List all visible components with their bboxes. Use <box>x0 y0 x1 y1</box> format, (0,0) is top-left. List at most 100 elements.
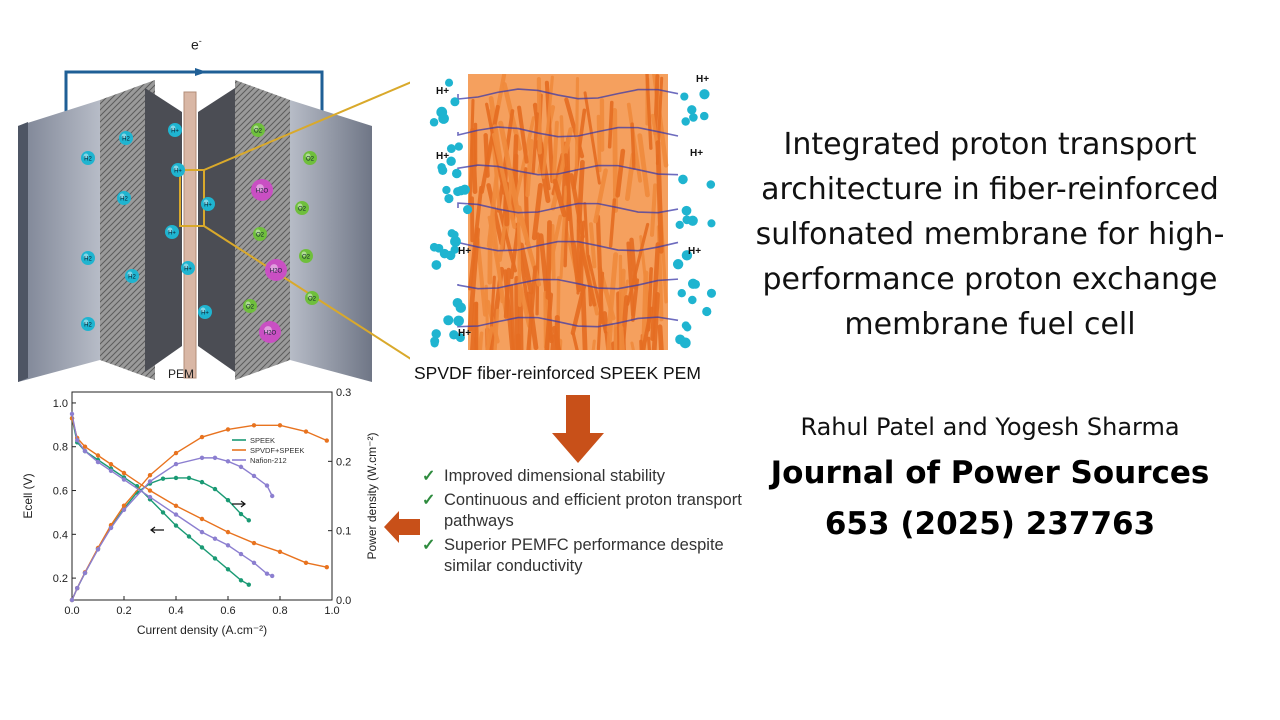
legend-label: SPEEK <box>250 436 275 445</box>
y-right-tick-label: 0.2 <box>336 456 351 468</box>
left-axis-indicator-icon <box>150 526 164 534</box>
voltage-point <box>212 536 218 541</box>
proton-particle <box>443 315 454 326</box>
highlight-item: ✓Continuous and efficient proton transpo… <box>422 491 742 530</box>
voltage-point <box>225 543 231 548</box>
h2-molecule-icon: H2 <box>81 151 95 165</box>
paper-title: Integrated proton transport architecture… <box>740 122 1240 347</box>
svg-text:H2: H2 <box>84 157 92 163</box>
svg-text:H2: H2 <box>128 275 136 281</box>
h2-molecule-icon: H2 <box>117 191 131 205</box>
h_plus-molecule-icon: H+ <box>165 225 179 239</box>
x-tick-label: 0.2 <box>116 605 131 617</box>
power-point <box>82 570 88 576</box>
proton-particle <box>442 185 451 195</box>
svg-text:O2: O2 <box>302 255 311 261</box>
y-left-axis-label: Ecell (V) <box>21 473 35 518</box>
h2-molecule-icon: H2 <box>81 251 95 265</box>
legend-label: Nafion-212 <box>250 456 287 465</box>
o2-molecule-icon: O2 <box>243 299 257 313</box>
voltage-point <box>121 470 127 476</box>
highlights-list: ✓Improved dimensional stability ✓Continu… <box>420 466 760 580</box>
voltage-point <box>238 551 244 557</box>
h2o-molecule-icon: H2O <box>265 259 287 281</box>
proton-particle <box>452 297 463 308</box>
voltage-point <box>251 540 257 546</box>
cathode-plate <box>290 100 372 382</box>
voltage-point <box>108 462 114 467</box>
h2o-molecule-icon: H2O <box>259 321 281 343</box>
proton-particle <box>454 142 463 151</box>
voltage-point <box>173 512 179 517</box>
power-point <box>95 547 101 552</box>
journal-name: Journal of Power Sources <box>770 455 1210 491</box>
proton-particle <box>707 219 716 228</box>
svg-text:H2: H2 <box>84 257 92 263</box>
h-plus-label: H+ <box>436 86 449 97</box>
svg-text:H2O: H2O <box>264 331 277 337</box>
proton-particle <box>455 333 465 343</box>
o2-molecule-icon: O2 <box>303 151 317 165</box>
proton-particle <box>680 92 689 101</box>
voltage-point <box>173 503 179 509</box>
title-line: sulfonated membrane for high- <box>755 217 1225 252</box>
proton-particle <box>672 259 684 270</box>
proton-particle <box>444 78 454 87</box>
svg-text:H+: H+ <box>204 203 212 209</box>
proton-particle <box>681 321 690 330</box>
electron-label: e- <box>191 36 202 53</box>
svg-text:H+: H+ <box>201 311 209 317</box>
h_plus-molecule-icon: H+ <box>171 163 185 177</box>
svg-text:H+: H+ <box>174 169 182 175</box>
proton-particle <box>463 204 473 215</box>
proton-particle <box>429 118 439 127</box>
o2-molecule-icon: O2 <box>305 291 319 305</box>
voltage-point <box>199 529 205 535</box>
svg-text:O2: O2 <box>256 233 265 239</box>
power-point <box>251 423 257 428</box>
proton-particle <box>429 242 439 252</box>
check-icon: ✓ <box>422 468 436 485</box>
proton-particle <box>706 288 717 298</box>
x-tick-label: 0.8 <box>272 605 287 617</box>
power-point <box>108 525 114 531</box>
proton-particle <box>430 339 439 348</box>
title-line: Integrated proton transport <box>783 127 1197 162</box>
svg-text:H+: H+ <box>171 129 179 135</box>
voltage-point <box>225 529 231 535</box>
power-point <box>324 438 329 443</box>
svg-text:H2O: H2O <box>256 189 269 195</box>
voltage-point <box>238 578 244 583</box>
check-icon: ✓ <box>422 492 436 509</box>
voltage-point <box>75 437 80 443</box>
svg-text:H2: H2 <box>84 323 92 329</box>
x-tick-label: 0.0 <box>64 605 79 617</box>
voltage-point <box>121 477 127 482</box>
proton-particle <box>431 329 441 339</box>
voltage-point <box>147 494 153 500</box>
voltage-point <box>264 571 270 576</box>
proton-particle <box>436 106 448 118</box>
proton-particle <box>456 186 466 196</box>
proton-particle <box>675 220 684 230</box>
power-point <box>173 450 179 456</box>
svg-text:H+: H+ <box>184 267 192 273</box>
proton-particle <box>679 337 691 349</box>
proton-particle <box>444 193 454 204</box>
h-plus-label: H+ <box>458 328 471 339</box>
proton-particle <box>431 260 442 270</box>
fiber-bundle <box>457 74 679 350</box>
anode-plate <box>18 100 100 382</box>
h2-molecule-icon: H2 <box>119 131 133 145</box>
voltage-point <box>251 560 257 565</box>
h_plus-molecule-icon: H+ <box>181 261 195 275</box>
o2-molecule-icon: O2 <box>253 227 267 241</box>
fuel-cell-schematic: H2H2H2H2H2H2H+H+H+H+H+H+O2O2O2O2O2O2O2H2… <box>18 68 410 382</box>
voltage-point <box>82 448 88 454</box>
right-axis-indicator-icon <box>232 500 246 508</box>
power-point <box>212 486 218 492</box>
power-point <box>199 434 205 440</box>
svg-text:H+: H+ <box>168 231 176 237</box>
proton-particle <box>681 117 690 126</box>
